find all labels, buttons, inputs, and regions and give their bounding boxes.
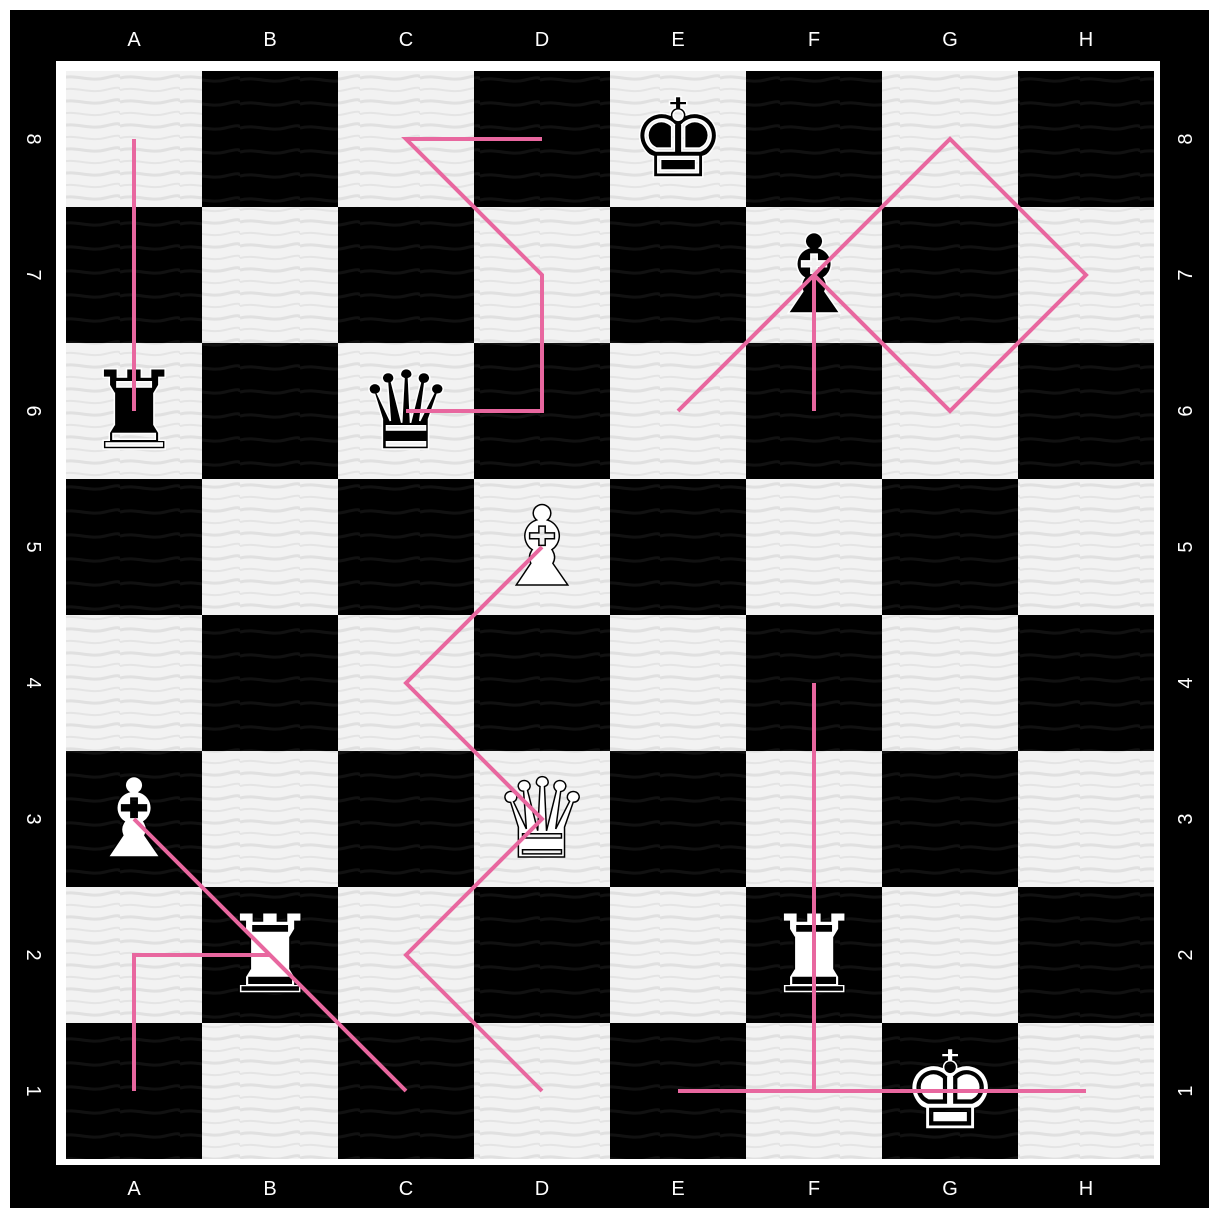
square-g5[interactable]	[882, 479, 1018, 615]
square-g4[interactable]	[882, 615, 1018, 751]
square-c3[interactable]	[338, 751, 474, 887]
rank-label-2-right: 2	[1176, 940, 1196, 970]
square-b5[interactable]	[202, 479, 338, 615]
square-d4[interactable]	[474, 615, 610, 751]
rank-label-2-left: 2	[23, 940, 43, 970]
rank-label-7-right: 7	[1176, 260, 1196, 290]
file-label-f-bottom: F	[794, 1179, 834, 1199]
file-label-g-top: G	[930, 30, 970, 50]
square-h5[interactable]	[1018, 479, 1154, 615]
file-label-b-top: B	[250, 30, 290, 50]
square-e3[interactable]	[610, 751, 746, 887]
square-h2[interactable]	[1018, 887, 1154, 1023]
square-b8[interactable]	[202, 71, 338, 207]
file-label-b-bottom: B	[250, 1179, 290, 1199]
rank-label-6-right: 6	[1176, 396, 1196, 426]
square-c7[interactable]	[338, 207, 474, 343]
square-h4[interactable]	[1018, 615, 1154, 751]
rank-label-3-right: 3	[1176, 804, 1196, 834]
square-e2[interactable]	[610, 887, 746, 1023]
square-e4[interactable]	[610, 615, 746, 751]
rank-label-8-right: 8	[1176, 124, 1196, 154]
square-a5[interactable]	[66, 479, 202, 615]
rank-label-6-left: 6	[23, 396, 43, 426]
file-label-f-top: F	[794, 30, 834, 50]
square-f5[interactable]	[746, 479, 882, 615]
square-b4[interactable]	[202, 615, 338, 751]
rank-label-5-left: 5	[23, 532, 43, 562]
file-label-a-bottom: A	[114, 1179, 154, 1199]
file-label-h-bottom: H	[1066, 1179, 1106, 1199]
file-label-h-top: H	[1066, 30, 1106, 50]
square-b7[interactable]	[202, 207, 338, 343]
rank-label-8-left: 8	[23, 124, 43, 154]
file-label-c-bottom: C	[386, 1179, 426, 1199]
square-h8[interactable]	[1018, 71, 1154, 207]
square-c5[interactable]	[338, 479, 474, 615]
rank-label-3-left: 3	[23, 804, 43, 834]
square-b6[interactable]	[202, 343, 338, 479]
file-label-e-top: E	[658, 30, 698, 50]
square-h3[interactable]	[1018, 751, 1154, 887]
file-label-g-bottom: G	[930, 1179, 970, 1199]
square-f8[interactable]	[746, 71, 882, 207]
square-g7[interactable]	[882, 207, 1018, 343]
square-d2[interactable]	[474, 887, 610, 1023]
rank-label-4-right: 4	[1176, 668, 1196, 698]
file-label-a-top: A	[114, 30, 154, 50]
file-label-c-top: C	[386, 30, 426, 50]
square-a4[interactable]	[66, 615, 202, 751]
square-b3[interactable]	[202, 751, 338, 887]
square-e7[interactable]	[610, 207, 746, 343]
rank-label-4-left: 4	[23, 668, 43, 698]
square-b1[interactable]	[202, 1023, 338, 1159]
square-g2[interactable]	[882, 887, 1018, 1023]
square-h6[interactable]	[1018, 343, 1154, 479]
rank-label-1-right: 1	[1176, 1076, 1196, 1106]
square-e5[interactable]	[610, 479, 746, 615]
file-label-d-bottom: D	[522, 1179, 562, 1199]
file-label-d-top: D	[522, 30, 562, 50]
square-g3[interactable]	[882, 751, 1018, 887]
rank-label-1-left: 1	[23, 1076, 43, 1106]
black-king-e8-icon[interactable]: ♚	[629, 75, 728, 203]
rank-label-7-left: 7	[23, 260, 43, 290]
rank-label-5-right: 5	[1176, 532, 1196, 562]
file-label-e-bottom: E	[658, 1179, 698, 1199]
